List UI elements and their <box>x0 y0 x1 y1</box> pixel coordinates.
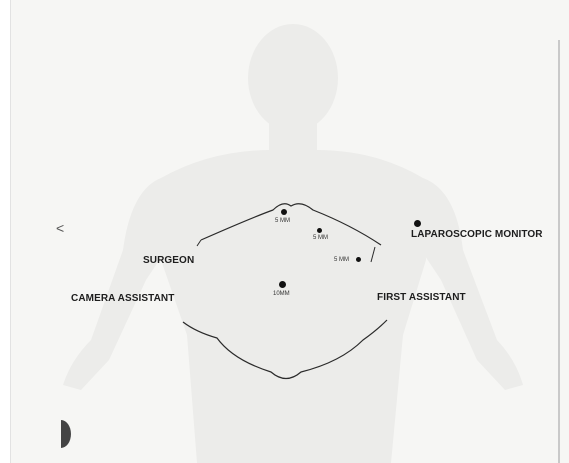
torso-shape <box>161 150 426 463</box>
left-arm-shape <box>63 178 166 390</box>
half-circle-marker <box>61 420 71 448</box>
port-label-top: 5 MM <box>275 218 290 224</box>
diagram-figure: 5 MM 5 MM 5 MM 10MM SURGEON CAMERA ASSIS… <box>10 0 569 463</box>
laparoscopic-monitor-label: LAPAROSCOPIC MONITOR <box>411 229 543 240</box>
surgeon-label: SURGEON <box>143 255 194 266</box>
monitor-dot <box>414 220 421 227</box>
port-label-right-upper: 5 MM <box>313 235 328 241</box>
first-assistant-label: FIRST ASSISTANT <box>377 292 466 303</box>
port-label-right-lateral: 5 MM <box>334 257 349 263</box>
head-shape <box>248 24 338 132</box>
port-dot-right-upper <box>317 228 322 233</box>
port-dot-umbilical <box>279 281 286 288</box>
port-label-umbilical: 10MM <box>273 291 290 297</box>
port-dot-right-lateral <box>356 257 361 262</box>
chevron-left-icon[interactable]: < <box>56 220 64 236</box>
right-arm-shape <box>421 178 523 390</box>
camera-assistant-label: CAMERA ASSISTANT <box>71 293 174 304</box>
port-dot-top <box>281 209 287 215</box>
